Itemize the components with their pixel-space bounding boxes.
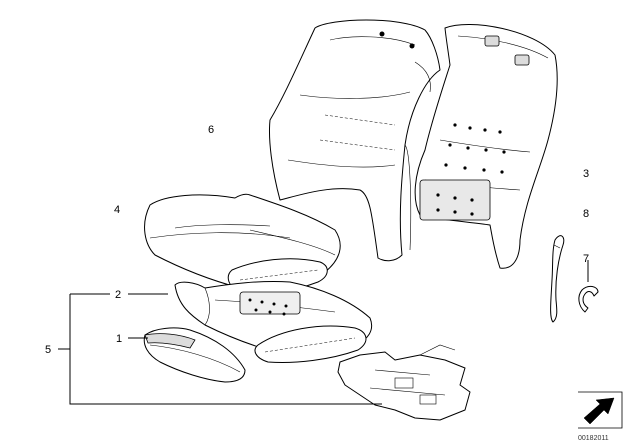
callout-1: 1 <box>116 333 122 345</box>
backrest-rivets <box>436 123 506 216</box>
callout-3: 3 <box>583 168 589 180</box>
leader-lines <box>58 260 589 405</box>
arrow-icon <box>578 391 623 429</box>
backrest-frame-rear[interactable] <box>414 23 558 269</box>
seat-cushion-base[interactable] <box>174 280 373 363</box>
reference-number: 00182011 <box>578 435 609 442</box>
seat-cushion-cover[interactable] <box>144 193 341 294</box>
callout-6: 6 <box>208 124 214 136</box>
callout-5: 5 <box>45 344 51 356</box>
seat-pad[interactable] <box>143 327 246 383</box>
seat-heating-mat[interactable] <box>337 344 471 421</box>
cushion-rivets <box>248 298 288 316</box>
cable-tie[interactable] <box>550 235 565 323</box>
clip[interactable] <box>578 285 599 313</box>
backrest-cover-front[interactable] <box>269 19 441 262</box>
callout-7: 7 <box>583 253 589 265</box>
callout-2: 2 <box>115 289 121 301</box>
callout-8: 8 <box>583 208 589 220</box>
callout-4: 4 <box>114 204 120 216</box>
